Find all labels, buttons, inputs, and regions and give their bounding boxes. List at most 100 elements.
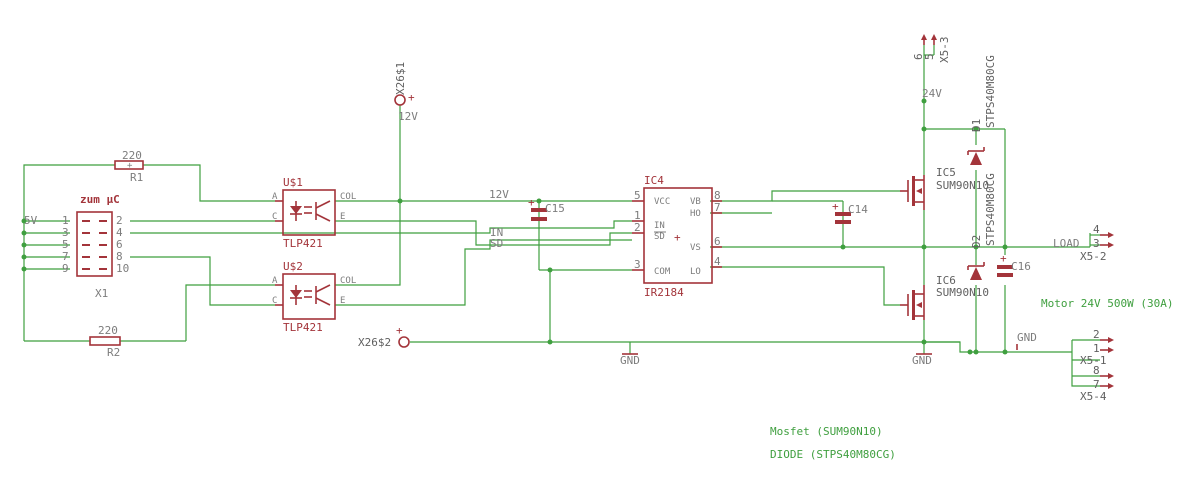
svg-text:5: 5 bbox=[62, 238, 69, 251]
wires bbox=[23, 45, 1100, 387]
svg-text:8: 8 bbox=[714, 189, 721, 202]
svg-text:8: 8 bbox=[116, 250, 123, 263]
svg-text:1: 1 bbox=[62, 214, 69, 227]
mosfet-ic6: IC6 SUM90N10 bbox=[900, 274, 989, 320]
svg-text:D2: D2 bbox=[970, 235, 983, 248]
svg-text:220: 220 bbox=[98, 324, 118, 337]
svg-text:3: 3 bbox=[634, 258, 641, 271]
net-label-sd: SD bbox=[490, 237, 503, 250]
svg-text:U$2: U$2 bbox=[283, 260, 303, 273]
svg-text:6: 6 bbox=[116, 238, 123, 251]
svg-text:3: 3 bbox=[1093, 237, 1100, 250]
svg-text:+: + bbox=[127, 161, 133, 171]
svg-text:C: C bbox=[272, 296, 277, 306]
resistor-r2: 220 R2 bbox=[89, 324, 121, 359]
svg-text:COL: COL bbox=[340, 276, 356, 286]
net-label-load: LOAD bbox=[1053, 237, 1080, 250]
svg-text:1: 1 bbox=[1093, 342, 1100, 355]
svg-text:220: 220 bbox=[122, 149, 142, 162]
svg-text:1: 1 bbox=[634, 209, 641, 222]
svg-text:6: 6 bbox=[714, 235, 721, 248]
junctions bbox=[21, 98, 1008, 355]
svg-text:8: 8 bbox=[1093, 364, 1100, 377]
svg-text:IR2184: IR2184 bbox=[644, 286, 684, 299]
optocoupler-u1: U$1 TLP421 A C COL E bbox=[272, 176, 356, 250]
ground-symbol-gnd-2: GND bbox=[912, 353, 932, 367]
svg-text:7: 7 bbox=[714, 201, 721, 214]
svg-text:X5-3: X5-3 bbox=[938, 37, 951, 64]
svg-text:7: 7 bbox=[62, 250, 69, 263]
svg-text:+: + bbox=[396, 324, 403, 337]
net-label-gnd: GND bbox=[1017, 331, 1037, 344]
svg-text:SUM90N10: SUM90N10 bbox=[936, 286, 989, 299]
svg-text:X5-4: X5-4 bbox=[1080, 390, 1107, 403]
svg-text:9: 9 bbox=[62, 262, 69, 275]
svg-text:+: + bbox=[408, 91, 415, 104]
connector-x5-1: 2 1 X5-1 bbox=[1080, 328, 1114, 367]
svg-text:SUM90N10: SUM90N10 bbox=[936, 179, 989, 192]
note-motor: Motor 24V 500W (30A) bbox=[1041, 297, 1173, 310]
svg-text:IC4: IC4 bbox=[644, 174, 664, 187]
svg-text:VB: VB bbox=[690, 197, 701, 207]
svg-text:4: 4 bbox=[116, 226, 123, 239]
svg-text:2: 2 bbox=[634, 221, 641, 234]
svg-text:VCC: VCC bbox=[654, 197, 670, 207]
svg-text:C: C bbox=[272, 212, 277, 222]
svg-text:6: 6 bbox=[912, 53, 925, 60]
connector-x5-4: 8 7 X5-4 bbox=[1080, 364, 1114, 403]
svg-text:10: 10 bbox=[116, 262, 129, 275]
svg-text:C14: C14 bbox=[848, 203, 868, 216]
svg-text:X26$2: X26$2 bbox=[358, 336, 391, 349]
svg-text:D1: D1 bbox=[970, 119, 983, 132]
svg-text:zum µC: zum µC bbox=[80, 193, 120, 206]
svg-text:TLP421: TLP421 bbox=[283, 237, 323, 250]
svg-text:GND: GND bbox=[912, 354, 932, 367]
capacitor-c16: + C16 bbox=[997, 252, 1031, 277]
optocoupler-u2: U$2 TLP421 A C COL E bbox=[272, 260, 356, 334]
resistor-r1: + 220 R1 bbox=[114, 149, 144, 184]
capacitor-c15: + C15 bbox=[528, 196, 565, 221]
svg-text:12V: 12V bbox=[398, 110, 418, 123]
svg-text:+: + bbox=[528, 196, 535, 209]
net-label-in: IN bbox=[490, 226, 503, 239]
svg-text:STPS40M80CG: STPS40M80CG bbox=[984, 173, 997, 246]
svg-text:TLP421: TLP421 bbox=[283, 321, 323, 334]
svg-text:5V: 5V bbox=[24, 214, 38, 227]
mosfet-ic5: IC5 SUM90N10 bbox=[900, 166, 989, 210]
net-label-12v: 12V bbox=[489, 188, 509, 201]
diode-d1: D1 STPS40M80CG bbox=[967, 55, 997, 165]
svg-text:COM: COM bbox=[654, 267, 671, 277]
svg-text:5: 5 bbox=[923, 53, 936, 60]
svg-text:7: 7 bbox=[1093, 378, 1100, 391]
svg-text:+: + bbox=[832, 200, 839, 213]
svg-text:X5-1: X5-1 bbox=[1080, 354, 1107, 367]
ground-symbol-gnd-1: GND bbox=[620, 353, 640, 367]
svg-text:E: E bbox=[340, 212, 345, 222]
svg-text:STPS40M80CG: STPS40M80CG bbox=[984, 55, 997, 128]
svg-text:4: 4 bbox=[714, 255, 721, 268]
svg-text:X5-2: X5-2 bbox=[1080, 250, 1107, 263]
terminal-x26-2: + X26$2 bbox=[358, 324, 410, 349]
svg-text:IC5: IC5 bbox=[936, 166, 956, 179]
svg-text:2: 2 bbox=[1093, 328, 1100, 341]
connector-x5-2: 4 3 X5-2 bbox=[1080, 223, 1114, 263]
note-diode: DIODE (STPS40M80CG) bbox=[770, 448, 896, 461]
svg-text:2: 2 bbox=[116, 214, 123, 227]
svg-text:+: + bbox=[1000, 252, 1007, 265]
svg-text:C16: C16 bbox=[1011, 260, 1031, 273]
svg-text:A: A bbox=[272, 192, 278, 202]
svg-text:3: 3 bbox=[62, 226, 69, 239]
svg-text:R1: R1 bbox=[130, 171, 143, 184]
svg-text:X26$1: X26$1 bbox=[394, 62, 407, 95]
svg-text:LO: LO bbox=[690, 267, 701, 277]
svg-text:IN: IN bbox=[654, 221, 665, 231]
svg-text:R2: R2 bbox=[107, 346, 120, 359]
svg-text:E: E bbox=[340, 296, 345, 306]
svg-text:GND: GND bbox=[620, 354, 640, 367]
header-x1: zum µC X1 5V 1 3 5 7 9 2 4 6 8 10 bbox=[24, 193, 129, 300]
svg-text:U$1: U$1 bbox=[283, 176, 303, 189]
svg-text:X1: X1 bbox=[95, 287, 108, 300]
net-label-24v: 24V bbox=[922, 87, 942, 100]
svg-text:COL: COL bbox=[340, 192, 356, 202]
